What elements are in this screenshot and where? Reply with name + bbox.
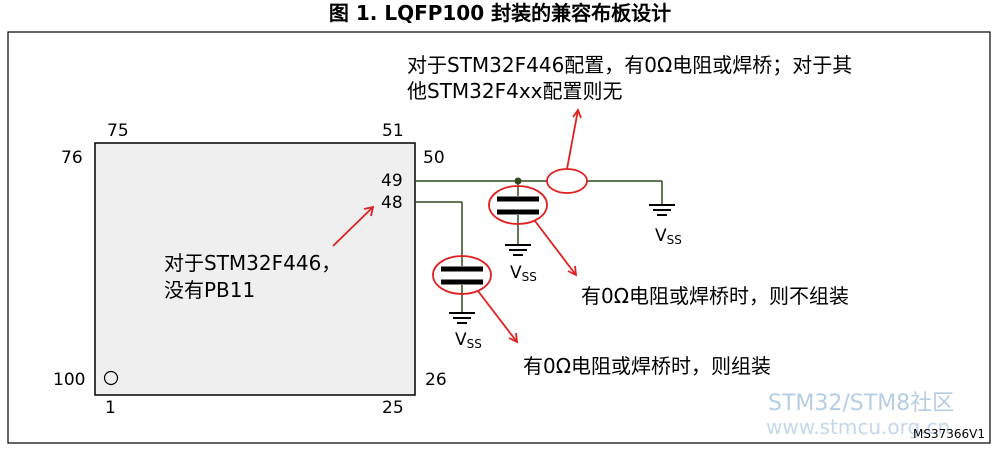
pin49-net (415, 177, 663, 244)
vss-label-right: VSS (655, 226, 682, 247)
ground-symbol-cap2 (449, 312, 475, 324)
note-top-line2: 他STM32F4xx配置则无 (407, 79, 623, 103)
note-left-line2: 没有PB11 (164, 278, 255, 302)
figure-reference-code: MS37366V1 (913, 427, 985, 441)
pin-26-label: 26 (425, 370, 447, 390)
pin-75-label: 75 (107, 121, 129, 141)
cap1-callout-ellipse (488, 185, 548, 225)
note-top-line1: 对于STM32F446配置，有0Ω电阻或焊桥；对于其 (407, 53, 852, 77)
pin-49-label: 49 (381, 171, 403, 191)
figure-title: 图 1. LQFP100 封装的兼容布板设计 (329, 1, 671, 25)
note-cap2: 有0Ω电阻或焊桥时，则组装 (523, 354, 771, 378)
pin-1-label: 1 (105, 398, 116, 418)
vss-label-cap2: VSS (455, 330, 482, 351)
pin-25-label: 25 (382, 398, 404, 418)
chip-body (94, 142, 416, 396)
pin-48-label: 48 (381, 193, 403, 213)
pin1-marker (103, 370, 119, 386)
note-cap1: 有0Ω电阻或焊桥时，则不组装 (581, 284, 849, 308)
arrow-pin48-note (332, 205, 375, 247)
pin-100-label: 100 (53, 370, 85, 390)
watermark-line2: www.stmcu.org.cn (766, 415, 950, 439)
arrow-cap1-note (534, 220, 578, 277)
note-left-line1: 对于STM32F446， (164, 251, 341, 275)
arrow-top-note (566, 108, 582, 170)
cap2-callout-ellipse (432, 255, 492, 295)
arrow-cap2-note (477, 290, 519, 344)
pin-50-label: 50 (423, 148, 445, 168)
pin-76-label: 76 (61, 148, 83, 168)
ground-symbol-cap1 (505, 244, 531, 256)
watermark-line1: STM32/STM8社区 (768, 391, 954, 416)
vss-label-cap1: VSS (510, 263, 537, 284)
resistor-callout-ellipse (546, 168, 588, 194)
ground-symbol-right (649, 204, 675, 216)
figure-frame (7, 31, 991, 444)
pin-51-label: 51 (382, 121, 404, 141)
